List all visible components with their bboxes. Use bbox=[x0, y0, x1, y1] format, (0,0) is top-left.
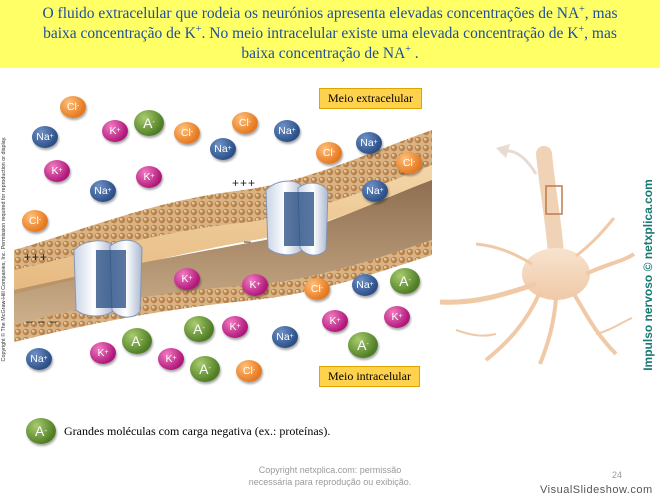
potassium-ion: K+ bbox=[102, 120, 128, 142]
footer-copyright-line2: necessária para reprodução ou exibição. bbox=[248, 477, 412, 487]
sodium-ion: Na+ bbox=[210, 138, 236, 160]
potassium-ion: K+ bbox=[158, 348, 184, 370]
banner-sup: + bbox=[405, 43, 411, 55]
highlight-box bbox=[545, 185, 563, 215]
anion-molecule: A- bbox=[184, 316, 214, 342]
potassium-ion: K+ bbox=[384, 306, 410, 328]
charge-plus-left: +++ bbox=[24, 250, 49, 264]
charge-minus-left: – – – bbox=[26, 314, 58, 328]
page-number: 24 bbox=[612, 470, 623, 480]
banner-sup: + bbox=[579, 3, 585, 15]
potassium-ion: K+ bbox=[136, 166, 162, 188]
footer-copyright: Copyright netxplica.com: permissão neces… bbox=[240, 464, 420, 488]
anion-molecule: A- bbox=[134, 110, 164, 136]
chloride-ion: Cl- bbox=[236, 360, 262, 382]
charge-minus-right: – bbox=[244, 234, 252, 248]
neuron-illustration bbox=[439, 144, 636, 365]
potassium-ion: K+ bbox=[222, 316, 248, 338]
side-copyright: Copyright © The McGraw-Hill Companies, I… bbox=[1, 136, 7, 362]
banner-line3-end: . bbox=[410, 45, 419, 62]
banner-line1: O fluido extracelular que rodeia os neur… bbox=[42, 5, 580, 22]
legend-text: Grandes moléculas com carga negativa (ex… bbox=[64, 424, 331, 438]
extracellular-label: Meio extracelular bbox=[319, 88, 422, 109]
sodium-ion: Na+ bbox=[352, 274, 378, 296]
anion-molecule: A- bbox=[122, 328, 152, 354]
intracellular-label: Meio intracelular bbox=[319, 366, 420, 387]
potassium-ion: K+ bbox=[322, 310, 348, 332]
title-banner: O fluido extracelular que rodeia os neur… bbox=[0, 0, 660, 68]
legend-anion-icon: A- bbox=[26, 418, 56, 444]
chloride-ion: Cl- bbox=[396, 152, 422, 174]
banner-line2: baixa concentração de K bbox=[43, 25, 196, 42]
anion-molecule: A- bbox=[348, 332, 378, 358]
sodium-ion: Na+ bbox=[362, 180, 388, 202]
potassium-ion: K+ bbox=[44, 160, 70, 182]
potassium-ion: K+ bbox=[90, 342, 116, 364]
banner-line2-mid: . No meio intracelular existe uma elevad… bbox=[201, 25, 579, 42]
anion-molecule: A- bbox=[190, 356, 220, 382]
channel-protein-left bbox=[73, 239, 143, 318]
membrane-scene: Meio extracelular Meio intracelular +++ … bbox=[14, 80, 432, 396]
anion-molecule: A- bbox=[390, 268, 420, 294]
watermark[interactable]: VisualSlideshow.com bbox=[540, 484, 653, 496]
sodium-ion: Na+ bbox=[90, 180, 116, 202]
banner-text: O fluido extracelular que rodeia os neur… bbox=[8, 4, 652, 64]
chloride-ion: Cl- bbox=[22, 210, 48, 232]
sodium-ion: Na+ bbox=[356, 132, 382, 154]
membrane-illustration bbox=[14, 130, 432, 396]
potassium-ion: K+ bbox=[174, 268, 200, 290]
banner-sup: + bbox=[195, 23, 202, 35]
chloride-ion: Cl- bbox=[60, 96, 86, 118]
sodium-ion: Na+ bbox=[272, 326, 298, 348]
banner-line3: baixa concentração de NA bbox=[241, 45, 406, 62]
footer-copyright-line1: Copyright netxplica.com: permissão bbox=[258, 465, 402, 475]
banner-line1-end: , mas bbox=[584, 5, 618, 22]
sodium-ion: Na+ bbox=[274, 120, 300, 142]
potassium-ion: K+ bbox=[242, 274, 268, 296]
banner-sup: + bbox=[578, 23, 585, 35]
chloride-ion: Cl- bbox=[304, 278, 330, 300]
chloride-ion: Cl- bbox=[174, 122, 200, 144]
chloride-ion: Cl- bbox=[232, 112, 258, 134]
membrane-inner-layer bbox=[14, 240, 432, 342]
charge-plus-top: +++ bbox=[232, 176, 257, 190]
channel-protein-right bbox=[265, 180, 329, 256]
sodium-ion: Na+ bbox=[26, 348, 52, 370]
chloride-ion: Cl- bbox=[316, 142, 342, 164]
banner-line2-end: , mas bbox=[584, 25, 617, 42]
side-title: Impulso nervoso © netxplica.com bbox=[641, 179, 655, 371]
sodium-ion: Na+ bbox=[32, 126, 58, 148]
